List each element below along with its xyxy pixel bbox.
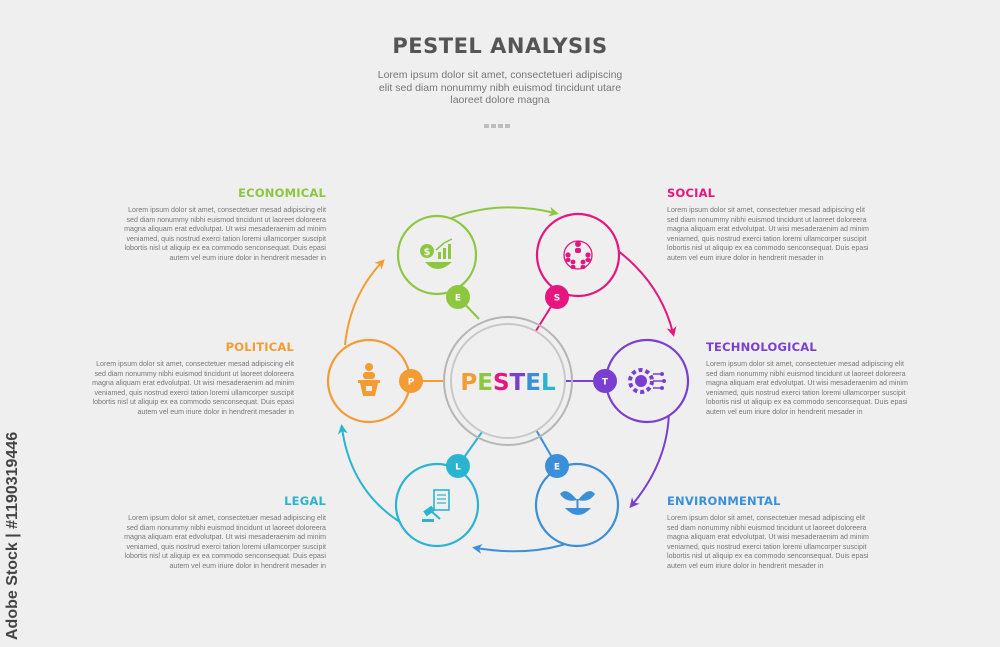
factor-title: ECONOMICAL <box>238 186 326 200</box>
badge-letter: E <box>554 463 560 473</box>
gear-circuit-icon <box>628 368 666 394</box>
subtitle-line: Lorem ipsum dolor sit amet, consectetuer… <box>377 69 623 81</box>
money-growth-icon: $ <box>420 238 453 269</box>
badge-letter: L <box>455 463 461 473</box>
center-letter: T <box>510 370 526 396</box>
factor-description: Lorem ipsum dolor sit amet, consectetuer… <box>667 514 869 570</box>
subtitle-line: elit sed diam nonummy nibh euismod tinci… <box>378 81 622 94</box>
center-hub: PESTEL <box>443 316 573 446</box>
center-letter: E <box>525 370 541 396</box>
center-letter: E <box>477 370 493 396</box>
podium-speaker-icon <box>358 363 380 396</box>
factor-block-environmental: ENVIRONMENTAL Lorem ipsum dolor sit amet… <box>667 494 875 572</box>
factor-title: ENVIRONMENTAL <box>667 494 781 508</box>
node-legal <box>394 462 480 548</box>
center-letter: L <box>541 370 556 396</box>
factor-title: TECHNOLOGICAL <box>706 340 817 354</box>
center-letter: S <box>493 370 510 396</box>
factor-title: POLITICAL <box>225 340 294 354</box>
people-network-icon <box>563 240 593 270</box>
subtitle-line: laoreet dolore magna <box>450 94 550 106</box>
badge-letter: S <box>554 294 560 304</box>
factor-block-legal: LEGAL Lorem ipsum dolor sit amet, consec… <box>118 494 326 572</box>
badge-letter: T <box>602 378 609 388</box>
arrow-political <box>344 259 385 346</box>
credit-text: Adobe Stock | #1190319446 <box>4 432 21 640</box>
factor-description: Lorem ipsum dolor sit amet, consectetuer… <box>92 360 294 416</box>
factor-title: LEGAL <box>284 494 326 508</box>
factor-title: SOCIAL <box>667 186 716 200</box>
factor-block-technological: TECHNOLOGICAL Lorem ipsum dolor sit amet… <box>706 340 914 418</box>
factor-description: Lorem ipsum dolor sit amet, consectetuer… <box>124 514 326 570</box>
badge-letter: E <box>455 294 461 304</box>
arrow-technological <box>629 410 670 509</box>
letter-badges: E S T E L P <box>399 285 617 478</box>
factor-block-economical: ECONOMICAL Lorem ipsum dolor sit amet, c… <box>118 186 326 264</box>
factor-block-social: SOCIAL Lorem ipsum dolor sit amet, conse… <box>667 186 875 264</box>
center-pestel-label: PESTEL <box>460 370 556 396</box>
stock-credit: Adobe Stock | #1190319446 <box>4 432 21 640</box>
factor-description: Lorem ipsum dolor sit amet, consectetuer… <box>667 206 869 262</box>
page-subtitle: Lorem ipsum dolor sit amet, consectetuer… <box>350 69 650 107</box>
divider-dots <box>484 115 512 133</box>
factor-description: Lorem ipsum dolor sit amet, consectetuer… <box>706 360 908 416</box>
badge-letter: P <box>408 378 415 388</box>
factor-block-political: POLITICAL Lorem ipsum dolor sit amet, co… <box>86 340 294 418</box>
page-title: PESTEL ANALYSIS <box>392 34 608 58</box>
node-economical <box>396 214 478 296</box>
plant-hand-icon <box>560 491 595 515</box>
node-social <box>535 212 621 298</box>
gavel-document-icon <box>422 489 450 522</box>
factor-description: Lorem ipsum dolor sit amet, consectetuer… <box>124 206 326 262</box>
center-letter: P <box>460 370 477 396</box>
svg-text:$: $ <box>424 247 431 258</box>
